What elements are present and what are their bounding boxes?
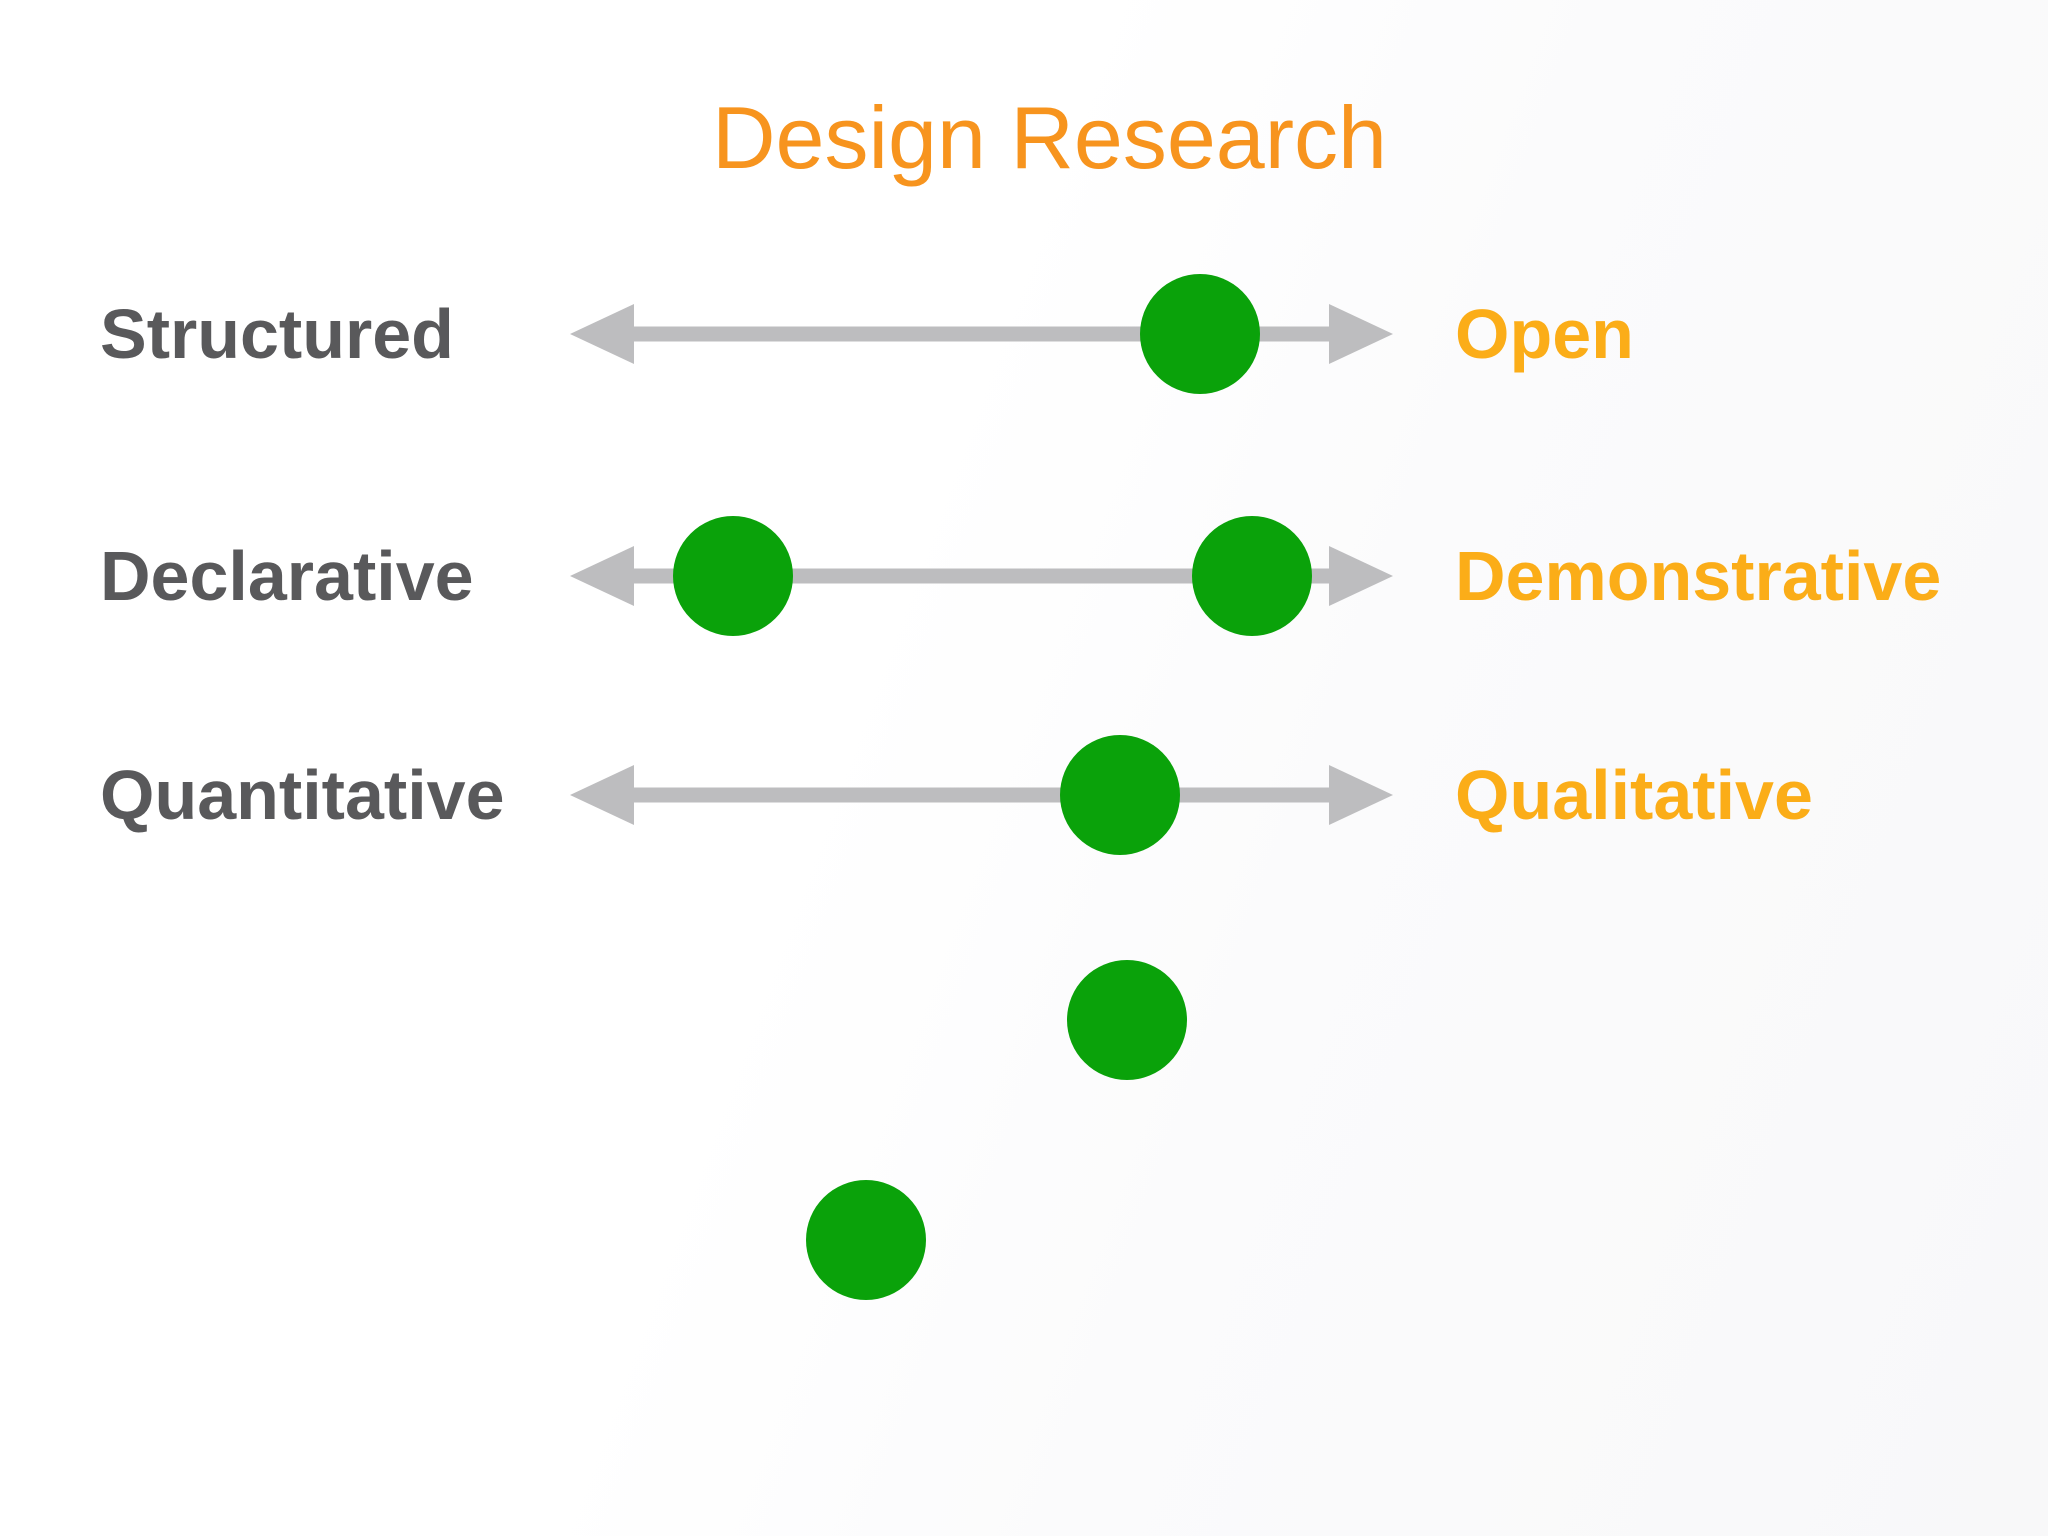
right-pole-label: Qualitative [1455, 756, 1813, 834]
left-pole-label: Quantitative [100, 756, 505, 834]
scale-dot [672, 516, 793, 636]
arrowhead-right-icon [1329, 304, 1393, 364]
left-pole-label: Structured [100, 295, 454, 373]
double-headed-arrow [570, 516, 1393, 636]
double-headed-arrow [570, 735, 1393, 855]
arrow-shaft [622, 787, 1341, 803]
arrow-shaft [622, 568, 1341, 584]
right-pole-label: Demonstrative [1455, 537, 1942, 615]
floating-dot [1067, 960, 1187, 1080]
left-pole-label: Declarative [100, 537, 474, 615]
arrowhead-right-icon [1329, 546, 1393, 606]
diagram-title: Design Research [712, 88, 1387, 187]
right-pole-label: Open [1455, 295, 1634, 373]
scale-dot [1192, 516, 1313, 636]
floating-dot [806, 1180, 926, 1300]
double-headed-arrow [570, 274, 1393, 394]
arrowhead-right-icon [1329, 765, 1393, 825]
scale-dot [1059, 735, 1180, 855]
scale-dot [1140, 274, 1261, 394]
